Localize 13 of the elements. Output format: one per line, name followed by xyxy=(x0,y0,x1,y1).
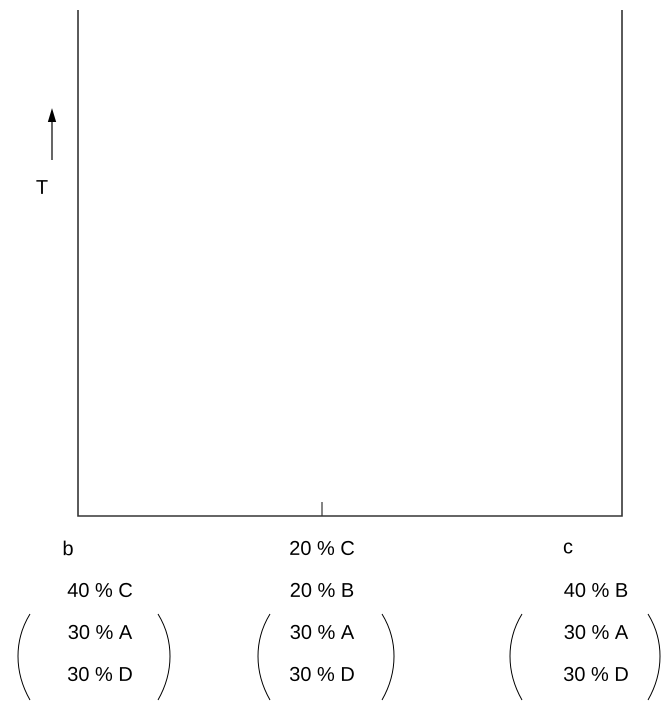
axis-label: c xyxy=(564,542,572,554)
axis-label: 30 % A xyxy=(290,624,354,640)
axis-label: 20 % C xyxy=(290,540,354,556)
axis-label: 30 % A xyxy=(564,624,628,640)
axis-label: 30 % A xyxy=(68,624,132,640)
axis-label: T xyxy=(36,180,48,194)
axis-label: 40 % B xyxy=(564,582,628,598)
axis-label: 30 % D xyxy=(564,666,628,682)
axis-label: 30 % D xyxy=(68,666,132,682)
axis-label: 40 % C xyxy=(68,582,132,598)
axis-label: 20 % B xyxy=(290,582,354,598)
axis-label: 30 % D xyxy=(290,666,354,682)
axis-label: b xyxy=(64,540,73,556)
